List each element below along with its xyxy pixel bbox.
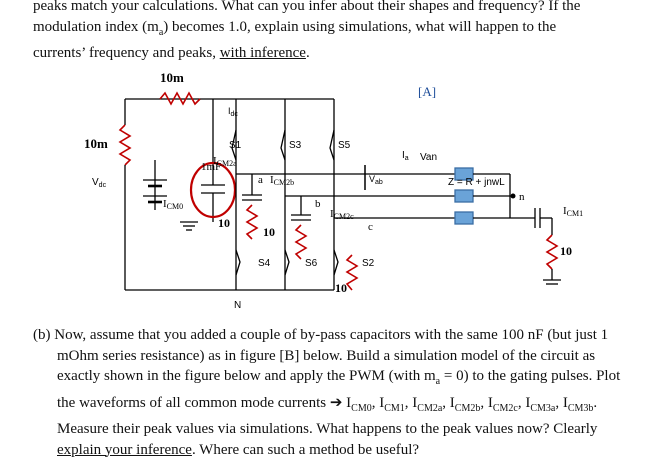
label-r-top: 10m (160, 70, 184, 85)
label-cap: 1mF (201, 161, 221, 173)
current-item: ICM1, (379, 394, 413, 414)
part-b-line-5: Measure their peak values via simulation… (57, 421, 598, 437)
label-r10-load: 10 (560, 244, 572, 258)
intro-line-3: currents’ frequency and peaks, with infe… (33, 45, 310, 61)
svg-text:ICM2b: ICM2b (270, 174, 294, 187)
current-item: ICM2a, (412, 394, 450, 414)
intro-line-2: modulation index (ma) becomes 1.0, expla… (33, 18, 557, 38)
svg-text:Vdc: Vdc (92, 177, 107, 189)
label-r10-b: 10 (263, 225, 275, 239)
figure-tag: [A] (418, 84, 436, 99)
resistor-top-10m (159, 91, 201, 106)
svg-text:ICM1: ICM1 (563, 205, 583, 218)
current-item: ICM2b, (449, 394, 488, 414)
label-node-n: n (519, 191, 525, 203)
part-b-paragraph: (b) Now, assume that you added a couple … (33, 325, 620, 460)
part-b-line-3: exactly shown in the figure below and ap… (57, 368, 621, 387)
label-s5: S5 (338, 140, 351, 151)
circuit-diagram: 10m 10m [A] S1 S3 S5 S4 S6 S2 1mF a b c … (84, 70, 583, 311)
label-s3: S3 (289, 140, 302, 151)
label-s6: S6 (305, 258, 318, 269)
label-s4: S4 (258, 258, 271, 269)
part-b-line-6: explain your inference. Where can such a… (57, 441, 420, 458)
intro-line-1: peaks match your calculations. What can … (33, 0, 581, 14)
part-b-line-1: (b) Now, assume that you added a couple … (33, 327, 609, 343)
label-node-c: c (368, 221, 373, 233)
label-s2: S2 (362, 258, 375, 269)
svg-text:Idc: Idc (228, 106, 238, 118)
label-r-left: 10m (84, 136, 108, 151)
label-node-N: N (234, 300, 241, 311)
label-node-a: a (258, 174, 263, 186)
current-item: ICM0, (346, 394, 380, 414)
current-item: ICM3a, (525, 394, 563, 414)
label-z-eq: Z = R + jnwL (448, 177, 505, 188)
current-item: ICM2c, (487, 394, 526, 414)
highlight-ellipse (189, 161, 237, 219)
intro-paragraph: peaks match your calculations. What can … (33, 0, 580, 64)
label-van: Van (420, 152, 437, 163)
current-list: ICM0, ICM1, ICM2a, ICM2b, ICM2c, ICM3a, … (346, 394, 598, 414)
label-r10-c: 10 (335, 281, 347, 295)
svg-text:ICM2a: ICM2a (213, 155, 237, 168)
part-b-line-4: the waveforms of all common mode current… (57, 394, 598, 414)
part-b-line-2: mOhm series resistance) as in figure [B]… (57, 347, 596, 364)
label-s1: S1 (229, 140, 242, 151)
svg-text:Ia: Ia (402, 150, 409, 162)
label-node-b: b (315, 198, 321, 210)
resistor-left-10m (118, 124, 132, 166)
label-r10-a: 10 (218, 216, 230, 230)
current-item: ICM3b. (562, 394, 598, 414)
svg-text:ICM0: ICM0 (163, 198, 183, 211)
svg-text:ICM2c: ICM2c (330, 208, 354, 221)
svg-text:Vab: Vab (369, 174, 383, 186)
